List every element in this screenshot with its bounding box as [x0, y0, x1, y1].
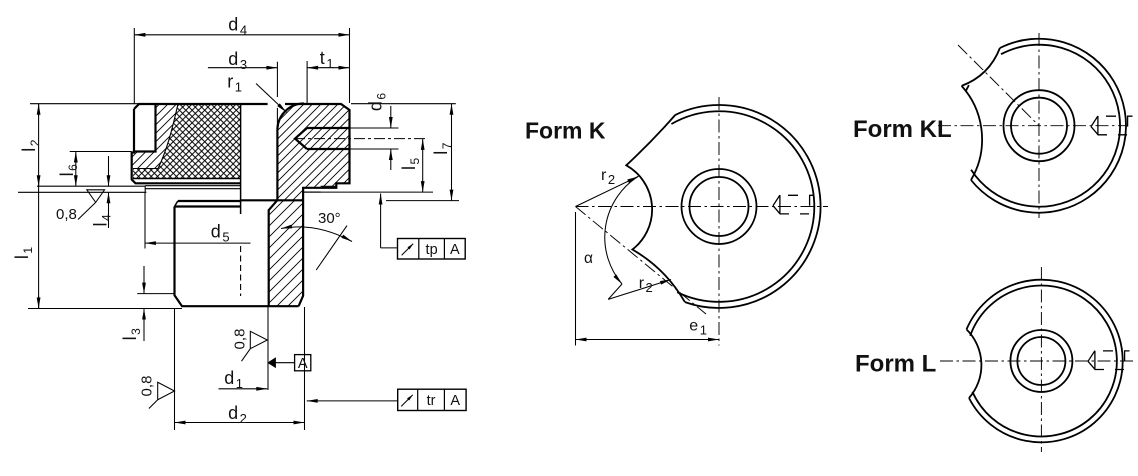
svg-text:30°: 30°: [318, 210, 341, 227]
svg-text:tr: tr: [427, 393, 436, 409]
svg-text:r2: r2: [601, 167, 615, 187]
svg-text:e1: e1: [689, 318, 707, 338]
svg-text:A: A: [450, 393, 460, 409]
svg-text:Form K: Form K: [525, 118, 606, 144]
svg-text:Form KL: Form KL: [853, 116, 952, 143]
svg-text:0,8: 0,8: [139, 376, 156, 397]
svg-text:A: A: [298, 356, 308, 372]
svg-text:0,8: 0,8: [56, 206, 77, 223]
svg-text:tp: tp: [426, 242, 438, 258]
svg-text:α: α: [584, 250, 593, 267]
svg-text:A: A: [450, 242, 460, 258]
svg-text:0,8: 0,8: [232, 329, 249, 350]
svg-text:Form L: Form L: [855, 351, 936, 378]
svg-text:r2: r2: [639, 275, 653, 295]
